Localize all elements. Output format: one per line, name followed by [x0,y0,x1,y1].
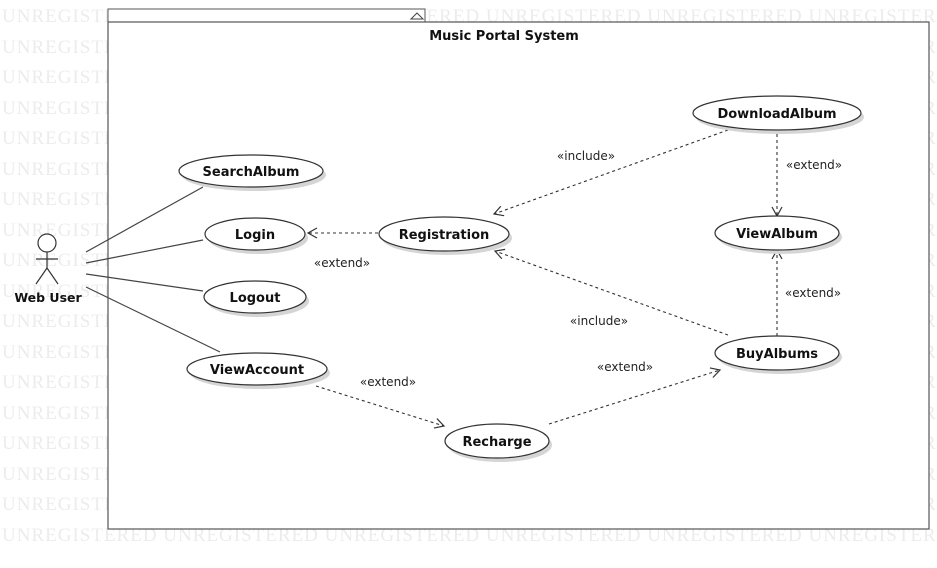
use-case-registration[interactable]: Registration [378,216,512,255]
actor-label: Web User [14,290,82,305]
actor-right-leg [46,267,59,285]
dep-buy-registration[interactable] [493,248,729,336]
use-case-label: ViewAlbum [736,227,818,242]
use-case-label: ViewAccount [210,363,304,378]
use-case-viewalbum[interactable]: ViewAlbum [714,215,842,254]
use-case-label: BuyAlbums [736,347,818,362]
use-case-label: Logout [230,291,281,306]
watermark-row: UNREGISTERED UNREGISTERED UNREGISTERED U… [2,524,937,546]
label-recharge-buy: «extend» [597,360,653,374]
dep-viewaccount-recharge[interactable] [315,385,446,429]
label-download-registration: «include» [557,149,615,163]
use-case-downloadalbum[interactable]: DownloadAlbum [692,95,864,134]
label-download-viewalbum: «extend» [786,158,842,172]
system-boundary-tab [107,8,426,23]
associations [85,186,221,353]
label-registration-login: «extend» [314,256,370,270]
system-title: Music Portal System [429,29,579,44]
collapse-triangle-icon[interactable] [409,12,425,20]
use-case-label: DownloadAlbum [717,107,836,122]
use-case-label: Registration [399,228,490,243]
relationship-labels: «extend» «include» «extend» «include» «e… [314,149,842,389]
association-searchalbum[interactable] [85,186,204,253]
dependencies [306,128,783,429]
actor-web-user[interactable]: Web User [14,233,83,305]
association-logout[interactable] [85,273,204,292]
use-case-buyalbums[interactable]: BuyAlbums [714,335,842,374]
actor-left-leg [35,267,48,285]
use-case-logout[interactable]: Logout [203,280,309,317]
label-buy-registration: «include» [570,314,628,328]
use-case-label: SearchAlbum [203,165,300,180]
use-case-label: Recharge [462,435,531,450]
use-case-searchalbum[interactable]: SearchAlbum [178,154,326,191]
label-buy-viewalbum: «extend» [785,286,841,300]
use-case-recharge[interactable]: Recharge [444,423,552,462]
use-case-login[interactable]: Login [204,217,308,254]
use-case-viewaccount[interactable]: ViewAccount [186,352,330,389]
use-case-label: Login [235,228,275,243]
association-login[interactable] [85,239,204,264]
actor-head [37,233,57,253]
association-viewaccount[interactable] [85,286,221,353]
label-viewaccount-recharge: «extend» [360,375,416,389]
